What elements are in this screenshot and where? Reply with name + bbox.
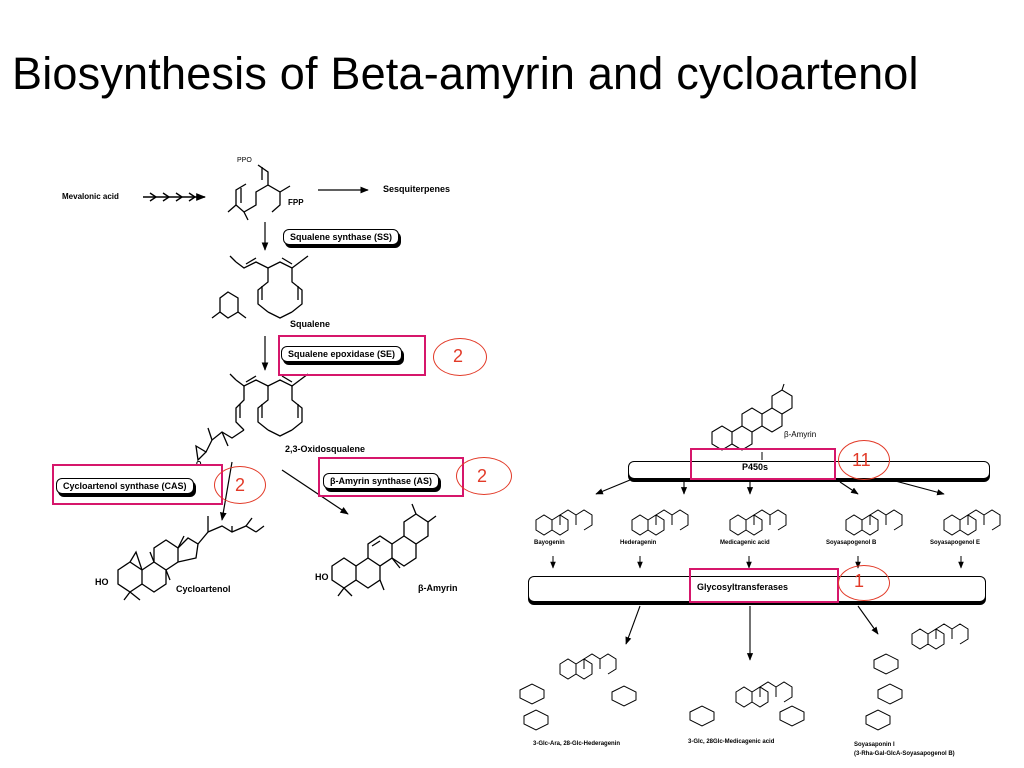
beta-amyrin-molecule xyxy=(331,503,437,597)
highlight-glycosyltransferases xyxy=(689,568,839,603)
gt-count: 1 xyxy=(854,571,865,591)
gt-count-ellipse xyxy=(838,565,890,601)
oxidosqualene-label: 2,3-Oxidosqualene xyxy=(285,444,366,454)
saponin-medicagenic-label: 3-Glc, 28Glc-Medicagenic acid xyxy=(688,739,775,745)
product-bayogenin: Bayogenin xyxy=(534,540,565,546)
mevalonic-acid-label: Mevalonic acid xyxy=(62,192,119,201)
product-soyasapogenol-e: Soyasapogenol E xyxy=(930,540,981,546)
as-count: 2 xyxy=(477,466,488,486)
as-count-ellipse xyxy=(456,457,512,495)
sesquiterpenes-label: Sesquiterpenes xyxy=(383,184,451,194)
beta-amyrin-label: β-Amyrin xyxy=(418,583,458,593)
soyasaponin-detail-label: (3-Rha-Gal-GlcA-Soyasapogenol B) xyxy=(854,751,955,757)
fpp-label: FPP xyxy=(288,198,304,207)
product-to-gt-arrows xyxy=(550,556,964,569)
product-hederagenin: Hederagenin xyxy=(620,540,657,546)
product-medicagenic-acid: Medicagenic acid xyxy=(720,540,770,546)
highlight-p450s xyxy=(690,448,836,480)
highlight-cycloartenol-synthase xyxy=(52,464,223,505)
product-molecules xyxy=(535,509,1001,536)
glycosyltransferase-bar xyxy=(528,576,986,602)
squalene-synthase-pill: Squalene synthase (SS) xyxy=(283,229,400,245)
gt-to-saponin-arrows xyxy=(625,605,879,661)
soyasaponin-label: Soyasaponin I xyxy=(854,742,895,748)
p450-count: 11 xyxy=(852,450,871,470)
cycloartenol-label: Cycloartenol xyxy=(176,584,231,594)
beta-amyrin-ho-label: HO xyxy=(315,572,329,582)
right-beta-amyrin-label: β-Amyrin xyxy=(784,430,817,439)
highlight-beta-amyrin-synthase xyxy=(318,457,464,497)
saponin-hederagenin-label: 3-Glc-Ara, 28-Glc-Hederagenin xyxy=(533,741,621,747)
p450-label: P450s xyxy=(742,462,769,472)
p450-product-arrows xyxy=(595,477,945,496)
fpp-molecule xyxy=(227,164,291,221)
arrow-to-beta-amyrin xyxy=(281,469,349,515)
cycloartenol-synthase-pill: Cycloartenol synthase (CAS) xyxy=(56,478,194,494)
cas-count-ellipse xyxy=(214,466,266,504)
ppo-label: PPO xyxy=(237,157,252,164)
cycloartenol-ho-label: HO xyxy=(95,577,109,587)
cycloartenol-molecule xyxy=(117,516,265,601)
squalene-label: Squalene xyxy=(290,319,331,329)
beta-amyrin-synthase-pill: β-Amyrin synthase (AS) xyxy=(323,473,440,489)
mevalonic-arrow xyxy=(143,192,206,202)
cas-count: 2 xyxy=(235,475,246,495)
slide-title: Biosynthesis of Beta-amyrin and cycloart… xyxy=(12,48,919,99)
squalene-molecule xyxy=(211,255,309,319)
highlight-squalene-epoxidase xyxy=(278,335,426,376)
glycosyltransferases-label: Glycosyltransferases xyxy=(697,582,789,592)
se-count-ellipse xyxy=(433,338,487,376)
saponin-molecules xyxy=(519,623,969,731)
squalene-epoxidase-pill: Squalene epoxidase (SE) xyxy=(281,346,403,362)
product-soyasapogenol-b: Soyasapogenol B xyxy=(826,540,877,546)
p450-count-ellipse xyxy=(838,440,890,480)
se-count: 2 xyxy=(453,346,464,366)
beta-amyrin-top-molecule xyxy=(711,383,793,451)
oxidosqualene-molecule xyxy=(195,373,309,462)
